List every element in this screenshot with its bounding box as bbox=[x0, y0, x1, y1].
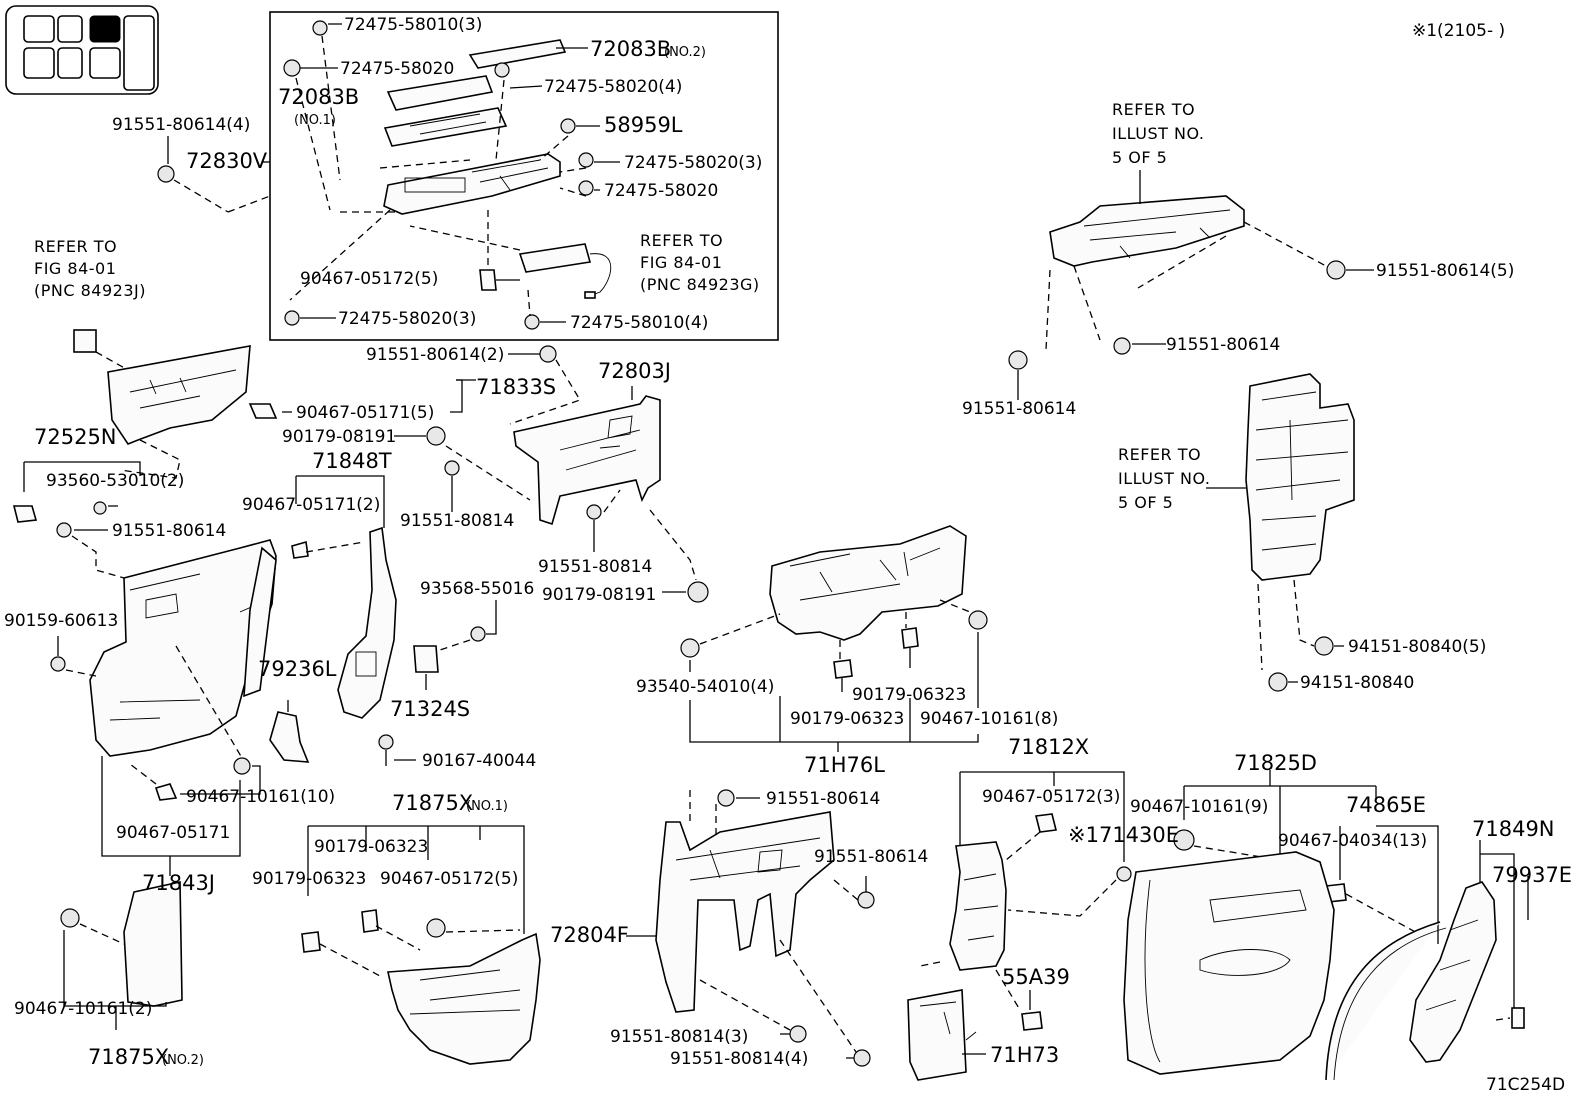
center-trim-parts bbox=[301, 345, 988, 1067]
vehicle-position-legend-icon bbox=[5, 5, 159, 95]
header-texts: ※1(2105- ) 71C254D bbox=[1412, 21, 1565, 1095]
part-label: 91551-80814 bbox=[400, 511, 514, 531]
ref-84923g-line3: (PNC 84923G) bbox=[640, 275, 760, 294]
ref-84923j-line3: (PNC 84923J) bbox=[34, 281, 146, 300]
applicability-note: ※1(2105- ) bbox=[1412, 21, 1505, 41]
part-label: 72475-58020(4) bbox=[544, 77, 682, 97]
part-label: 71812X bbox=[1008, 735, 1089, 759]
part-label-sub: (NO.2) bbox=[162, 1053, 204, 1068]
part-label: 90467-10161(10) bbox=[186, 787, 335, 807]
part-label: 72804F bbox=[550, 923, 629, 947]
part-label: 71875X bbox=[392, 791, 473, 815]
part-label: 90179-06323 bbox=[252, 869, 366, 889]
left-labels: 91551-80614(4) 72830V 72525N 93560-53010… bbox=[4, 115, 556, 1069]
part-label: 91551-80614(5) bbox=[1376, 261, 1514, 281]
part-label: 91551-80614 bbox=[766, 789, 880, 809]
part-label: ※171430E bbox=[1068, 823, 1179, 847]
part-label: 90179-06323 bbox=[314, 837, 428, 857]
ref-illust-upper-line3: 5 OF 5 bbox=[1112, 148, 1167, 167]
part-label: 91551-80814 bbox=[538, 557, 652, 577]
part-label: 90179-08191 bbox=[542, 585, 656, 605]
part-label: 93560-53010(2) bbox=[46, 471, 184, 491]
part-label: 72803J bbox=[598, 359, 671, 383]
right-door-trim-parts bbox=[907, 770, 1529, 1081]
part-label: 72475-58010(4) bbox=[570, 313, 708, 333]
part-label-sub: (NO.2) bbox=[664, 45, 706, 60]
part-label: 71875X bbox=[88, 1045, 169, 1069]
part-label: 55A39 bbox=[1002, 965, 1070, 989]
part-label-sub: (NO.1) bbox=[294, 113, 336, 128]
ref-illust-lower-line1: REFER TO bbox=[1118, 445, 1201, 464]
ref-illust-upper-line2: ILLUST NO. bbox=[1112, 124, 1204, 143]
reference-notes: REFER TO FIG 84-01 (PNC 84923J) REFER TO… bbox=[34, 100, 1210, 512]
part-label: 90467-05171(5) bbox=[296, 403, 434, 423]
part-label: 79236L bbox=[258, 657, 337, 681]
part-label: 72475-58020(3) bbox=[338, 309, 476, 329]
right-labels: 91551-80614(5) 91551-80614 91551-80614 9… bbox=[962, 261, 1572, 1067]
part-label: 58959L bbox=[604, 113, 683, 137]
inset-labels: 72475-58010(3) 72083B (NO.2) 72475-58020… bbox=[278, 15, 762, 333]
part-label: 72083B bbox=[590, 37, 671, 61]
part-label: 91551-80814(4) bbox=[670, 1049, 808, 1069]
ref-84923j-line1: REFER TO bbox=[34, 237, 117, 256]
ref-illust-upper-line1: REFER TO bbox=[1112, 100, 1195, 119]
part-label: 90467-05172(3) bbox=[982, 787, 1120, 807]
part-label: 91551-80614 bbox=[962, 399, 1076, 419]
part-label: 72475-58020(3) bbox=[624, 153, 762, 173]
part-label: 90467-10161(9) bbox=[1130, 797, 1268, 817]
part-label: 91551-80614(2) bbox=[366, 345, 504, 365]
part-label: 72475-58020 bbox=[604, 181, 718, 201]
part-label: 74865E bbox=[1346, 793, 1426, 817]
part-label: 71H76L bbox=[804, 753, 885, 777]
part-label: 90467-05172(5) bbox=[380, 869, 518, 889]
part-label: 72083B bbox=[278, 85, 359, 109]
ref-84923g-line2: FIG 84-01 bbox=[640, 253, 722, 272]
part-label: 71848T bbox=[312, 449, 392, 473]
switch-assembly-inset bbox=[269, 11, 779, 341]
part-label: 90159-60613 bbox=[4, 611, 118, 631]
part-label: 90467-10161(8) bbox=[920, 709, 1058, 729]
part-label: 72475-58020 bbox=[340, 59, 454, 79]
ref-84923j-line2: FIG 84-01 bbox=[34, 259, 116, 278]
part-label-sub: (NO.1) bbox=[466, 799, 508, 814]
part-label: 71849N bbox=[1472, 817, 1555, 841]
part-label: 79937E bbox=[1492, 863, 1572, 887]
part-label: 71H73 bbox=[990, 1043, 1059, 1067]
left-trim-parts bbox=[12, 136, 497, 1030]
part-label: 91551-80614 bbox=[1166, 335, 1280, 355]
part-label: 71324S bbox=[390, 697, 470, 721]
part-label: 91551-80614 bbox=[814, 847, 928, 867]
part-label: 93540-54010(4) bbox=[636, 677, 774, 697]
center-labels: 72803J 91551-80814 90179-08191 93540-540… bbox=[252, 359, 1058, 1069]
part-label: 71843J bbox=[142, 871, 215, 895]
part-label: 91551-80814(3) bbox=[610, 1027, 748, 1047]
part-label: 94151-80840 bbox=[1300, 673, 1414, 693]
part-label: 71833S bbox=[476, 375, 556, 399]
part-label: 94151-80840(5) bbox=[1348, 637, 1486, 657]
figure-code: 71C254D bbox=[1486, 1075, 1565, 1095]
part-label: 90467-05171 bbox=[116, 823, 230, 843]
part-label: 90467-05171(2) bbox=[242, 495, 380, 515]
part-label: 90179-06323 bbox=[852, 685, 966, 705]
part-label: 71825D bbox=[1234, 751, 1317, 775]
right-armrest-parts bbox=[1008, 170, 1374, 692]
part-label: 90179-06323 bbox=[790, 709, 904, 729]
part-label: 72475-58010(3) bbox=[344, 15, 482, 35]
ref-illust-lower-line3: 5 OF 5 bbox=[1118, 493, 1173, 512]
part-label: 90467-05172(5) bbox=[300, 269, 438, 289]
part-label: 72525N bbox=[34, 425, 117, 449]
part-label: 90467-10161(2) bbox=[14, 999, 152, 1019]
ref-illust-lower-line2: ILLUST NO. bbox=[1118, 469, 1210, 488]
part-label: 90179-08191 bbox=[282, 427, 396, 447]
part-label: 90467-04034(13) bbox=[1278, 831, 1427, 851]
ref-84923g-line1: REFER TO bbox=[640, 231, 723, 250]
part-label: 72830V bbox=[186, 149, 268, 173]
part-label: 91551-80614(4) bbox=[112, 115, 250, 135]
part-label: 91551-80614 bbox=[112, 521, 226, 541]
part-label: 93568-55016 bbox=[420, 579, 534, 599]
part-label: 90167-40044 bbox=[422, 751, 536, 771]
